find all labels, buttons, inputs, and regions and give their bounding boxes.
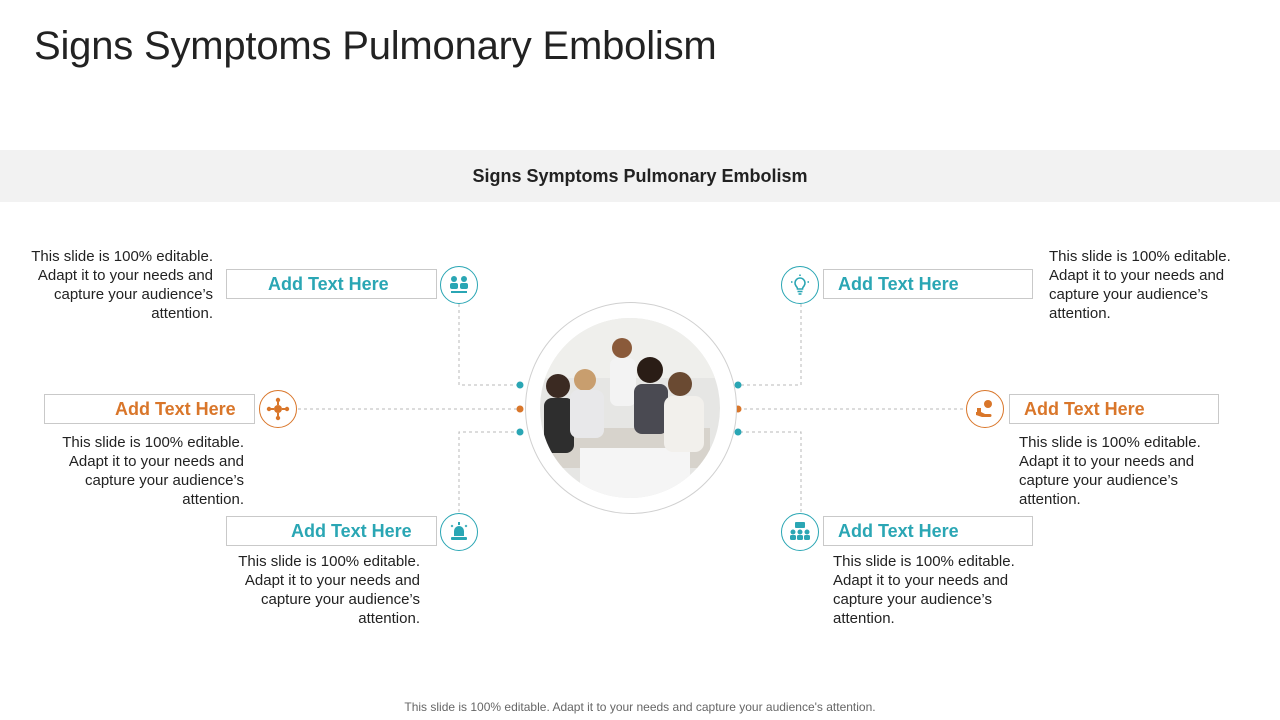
connector-dot <box>516 405 524 413</box>
item-description-left-middle: This slide is 100% editable. Adapt it to… <box>62 434 244 508</box>
page-title: Signs Symptoms Pulmonary Embolism <box>34 24 717 68</box>
item-description-left-top: This slide is 100% editable. Adapt it to… <box>31 248 213 322</box>
team-photo <box>540 318 720 498</box>
alarm-icon <box>440 513 478 551</box>
item-label-right-middle[interactable]: Add Text Here <box>1009 394 1219 424</box>
banner-title: Signs Symptoms Pulmonary Embolism <box>472 166 808 186</box>
team-search-icon <box>440 266 478 304</box>
footer-note: This slide is 100% editable. Adapt it to… <box>404 700 876 714</box>
connector-dot <box>516 428 524 436</box>
lightbulb-icon <box>781 266 819 304</box>
item-description-right-bottom: This slide is 100% editable. Adapt it to… <box>833 553 1015 627</box>
connector-dot <box>734 381 742 389</box>
item-label-left-middle[interactable]: Add Text Here <box>44 394 255 424</box>
hand-coin-icon <box>966 390 1004 428</box>
item-description-right-middle: This slide is 100% editable. Adapt it to… <box>1019 434 1201 508</box>
item-label-left-top[interactable]: Add Text Here <box>226 269 437 299</box>
chat-people-icon <box>781 513 819 551</box>
banner: Signs Symptoms Pulmonary Embolism <box>0 150 1280 202</box>
item-description-right-top: This slide is 100% editable. Adapt it to… <box>1049 248 1231 322</box>
item-description-left-bottom: This slide is 100% editable. Adapt it to… <box>238 553 420 627</box>
connector-dot <box>516 381 524 389</box>
connector-dot <box>734 428 742 436</box>
item-label-right-bottom[interactable]: Add Text Here <box>823 516 1033 546</box>
item-label-right-top[interactable]: Add Text Here <box>823 269 1033 299</box>
item-label-left-bottom[interactable]: Add Text Here <box>226 516 437 546</box>
team-network-icon <box>259 390 297 428</box>
